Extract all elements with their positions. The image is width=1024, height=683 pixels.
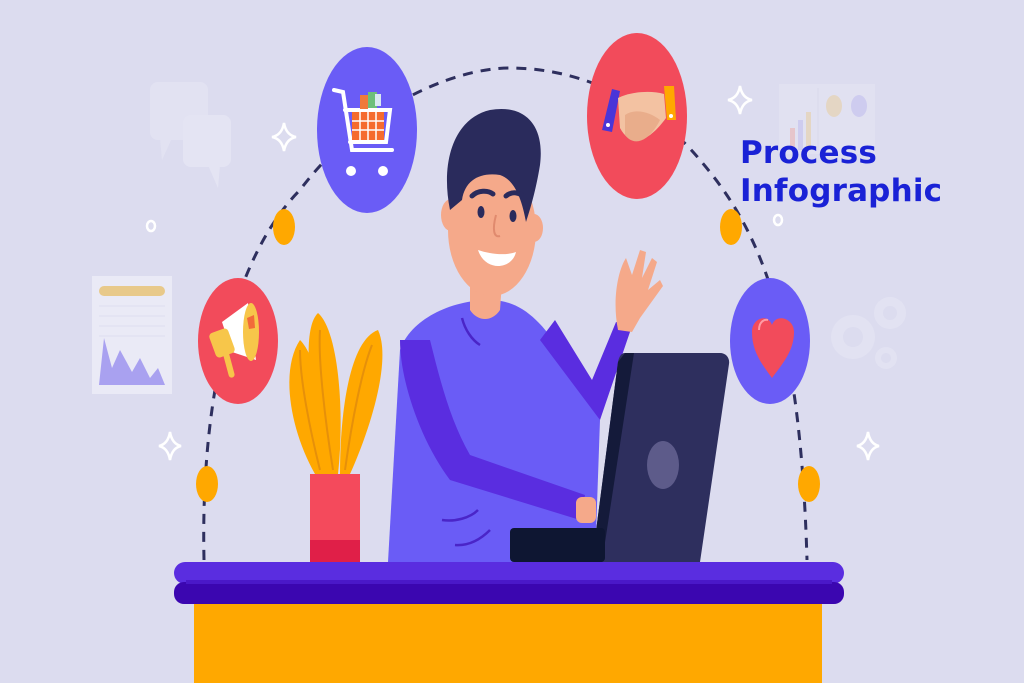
megaphone-icon: [198, 278, 278, 404]
chat-bubbles-icon: [150, 82, 231, 188]
page-title: Process Infographic: [740, 134, 942, 210]
heart-icon: [730, 278, 810, 404]
arc-nodes: [196, 209, 820, 502]
title-line-2: Infographic: [740, 173, 943, 209]
plant-icon: [289, 313, 383, 562]
handshake-icon: [587, 33, 687, 199]
person-figure: [388, 108, 663, 562]
desk: [174, 562, 844, 683]
analytics-board-icon: [779, 84, 875, 154]
sparkle-icons: [145, 85, 880, 461]
laptop-icon: [510, 353, 730, 562]
report-chart-icon: [92, 276, 172, 394]
title-line-1: Process: [740, 135, 878, 171]
shopping-cart-icon: [317, 47, 417, 213]
gears-icon: [831, 297, 906, 369]
